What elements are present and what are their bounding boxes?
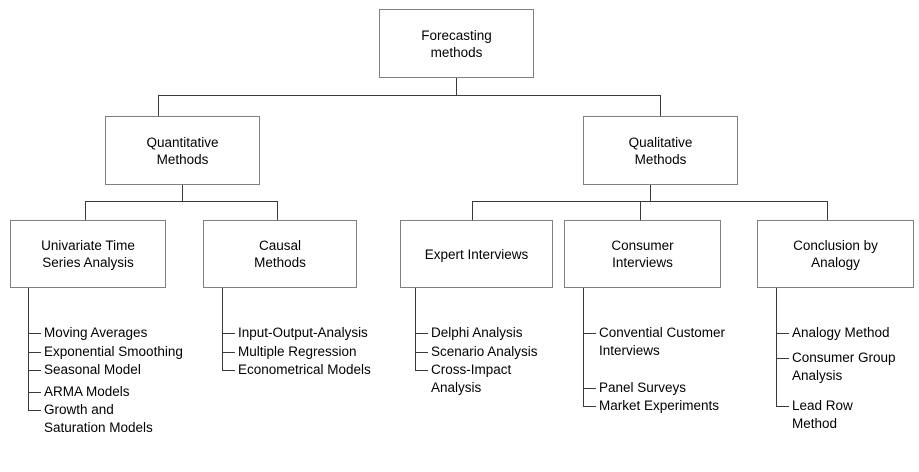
node-conclusion-by-analogy-label: Conclusion by Analogy [793,238,878,270]
list-item[interactable]: Scenario Analysis [431,344,538,359]
connector-qualitative-bus [472,201,828,202]
node-conclusion-by-analogy[interactable]: Conclusion by Analogy [757,220,914,288]
list-item[interactable]: ARMA Models [44,384,130,399]
connector-drop-consumer-interviews [640,201,641,220]
leaf-tick [776,358,789,359]
list-item[interactable]: Moving Averages [44,325,148,340]
connector-drop-univariate [85,201,86,220]
list-item[interactable]: Analogy Method [792,325,890,340]
list-item[interactable]: Multiple Regression [238,344,357,359]
leaf-stem-univariate [28,288,29,410]
connector-level1-bus [158,95,661,96]
node-qualitative-methods-label: Qualitative Methods [628,134,693,167]
node-forecasting-methods[interactable]: Forecasting methods [379,9,534,78]
node-expert-interviews-label: Expert Interviews [424,246,529,262]
leaf-tick [28,410,41,411]
leaf-tick [28,333,41,334]
list-item[interactable]: Consumer Group Analysis [792,350,896,383]
leaf-tick [28,352,41,353]
list-item[interactable]: Econometrical Models [238,362,371,377]
connector-drop-conclusion-analogy [827,201,828,220]
leaf-tick [583,388,596,389]
leaf-tick [28,370,41,371]
node-consumer-interviews[interactable]: Consumer Interviews [564,220,721,288]
connector-drop-causal [277,201,278,220]
node-consumer-interviews-label: Consumer Interviews [611,238,674,270]
leaf-stem-conclusion-by-analogy [776,288,777,406]
node-causal-methods-label: Causal Methods [254,238,306,270]
list-item[interactable]: Convential Customer Interviews [599,325,726,358]
list-item[interactable]: Growth and Saturation Models [44,402,153,435]
leaf-stem-causal [222,288,223,370]
list-item[interactable]: Input-Output-Analysis [238,325,368,340]
connector-quantitative-bus [85,201,278,202]
leaf-tick [583,406,596,407]
node-causal-methods[interactable]: Causal Methods [203,220,357,288]
list-item[interactable]: Panel Surveys [599,380,687,395]
leaf-tick [222,333,235,334]
node-forecasting-methods-label: Forecasting methods [421,27,492,60]
leaf-tick [583,333,596,334]
leaf-tick [415,370,428,371]
connector-qualitative-stem [650,185,651,201]
node-univariate-time-series-analysis-label: Univariate Time Series Analysis [41,238,135,270]
connector-drop-quantitative [158,95,159,116]
connector-drop-qualitative [660,95,661,116]
leaf-tick [222,370,235,371]
connector-root-stem [456,78,457,95]
node-univariate-time-series-analysis[interactable]: Univariate Time Series Analysis [10,220,166,288]
leaf-tick [415,333,428,334]
connector-drop-expert-interviews [472,201,473,220]
leaf-stem-consumer-interviews [583,288,584,406]
list-item[interactable]: Cross-Impact Analysis [431,362,512,395]
connector-quantitative-stem [182,185,183,201]
node-expert-interviews[interactable]: Expert Interviews [400,220,553,288]
leaf-tick [776,406,789,407]
node-quantitative-methods[interactable]: Quantitative Methods [105,116,260,185]
leaf-stem-expert-interviews [415,288,416,370]
leaf-tick [776,333,789,334]
list-item[interactable]: Delphi Analysis [431,325,523,340]
list-item[interactable]: Seasonal Model [44,362,141,377]
node-quantitative-methods-label: Quantitative Methods [146,134,219,167]
leaf-tick [28,392,41,393]
leaf-tick [222,352,235,353]
leaf-tick [415,352,428,353]
list-item[interactable]: Exponential Smoothing [44,344,183,359]
list-item[interactable]: Lead Row Method [792,398,853,431]
node-qualitative-methods[interactable]: Qualitative Methods [583,116,738,185]
list-item[interactable]: Market Experiments [599,398,720,413]
